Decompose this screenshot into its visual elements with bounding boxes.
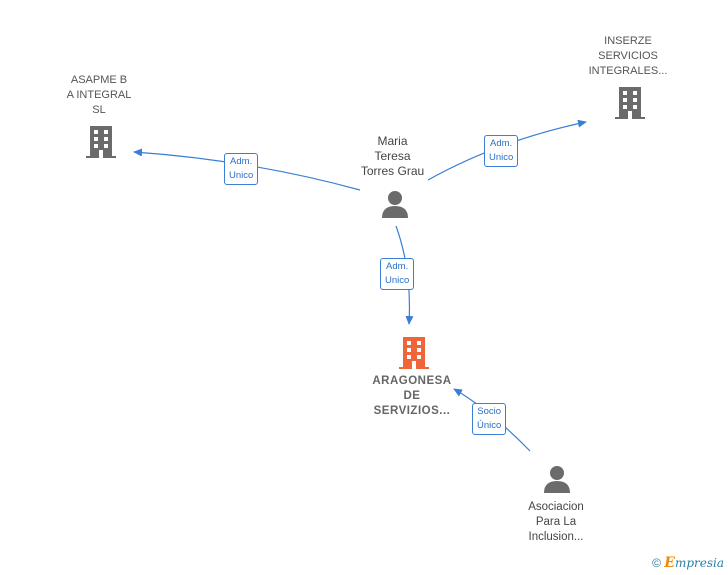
person-icon[interactable] bbox=[380, 189, 410, 219]
edge-label-maria-inserze[interactable]: Adm. Unico bbox=[484, 135, 519, 167]
person-icon[interactable] bbox=[542, 464, 572, 494]
node-label-maria[interactable]: Maria Teresa Torres Grau bbox=[360, 134, 425, 178]
building-icon[interactable] bbox=[398, 335, 430, 369]
brand-logo: Empresia bbox=[664, 555, 724, 571]
brand-footer: © Empresia bbox=[652, 555, 724, 571]
node-label-asapme[interactable]: ASAPME B A INTEGRAL SL bbox=[66, 74, 132, 116]
node-label-inserze[interactable]: INSERZE SERVICIOS INTEGRALES... bbox=[588, 35, 668, 77]
building-icon[interactable] bbox=[614, 85, 646, 119]
node-label-aragonesa[interactable]: ARAGONESA DE SERVIZIOS... bbox=[372, 375, 452, 417]
edge-label-maria-aragonesa[interactable]: Adm. Unico bbox=[380, 258, 415, 290]
node-label-asociacion[interactable]: Asociacion Para La Inclusion... bbox=[528, 501, 584, 543]
edge-label-maria-asapme[interactable]: Adm. Unico bbox=[224, 153, 259, 185]
copyright-icon: © bbox=[652, 556, 661, 570]
edge-label-asociacion-aragonesa[interactable]: Socio Único bbox=[472, 403, 507, 435]
building-icon[interactable] bbox=[85, 124, 117, 158]
